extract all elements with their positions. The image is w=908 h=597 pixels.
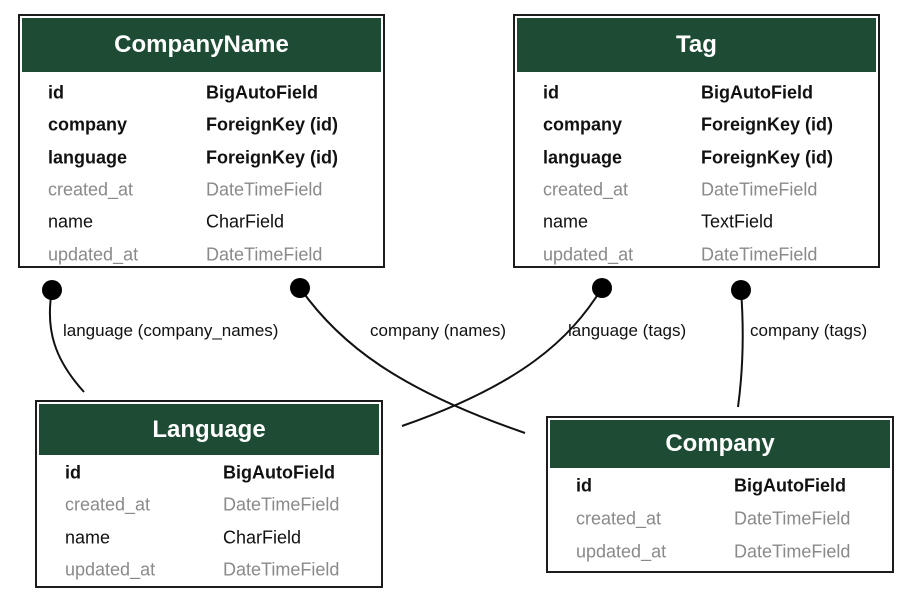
field-name: language: [48, 147, 128, 168]
edge-label-companyname-company: company (names): [370, 321, 507, 340]
field-type: CharField: [206, 211, 285, 232]
field-type: BigAutoField: [701, 82, 813, 103]
field-row: company ForeignKey (id): [515, 109, 878, 141]
edge-label-tag-language: language (tags): [568, 321, 687, 340]
model-title: CompanyName: [20, 16, 383, 74]
field-row: updated_at DateTimeField: [515, 238, 878, 270]
field-row: updated_at DateTimeField: [548, 535, 892, 568]
field-type: DateTimeField: [206, 244, 323, 265]
field-type: DateTimeField: [701, 179, 818, 200]
field-row: created_at DateTimeField: [20, 174, 383, 206]
field-row: name CharField: [37, 522, 381, 554]
edge-endpoint-dot: [731, 280, 751, 300]
edge-endpoint-dot: [290, 278, 310, 298]
field-name: id: [543, 82, 559, 103]
edge-tag-company: [737, 289, 744, 408]
edge-endpoint-dot: [42, 280, 62, 300]
field-type: DateTimeField: [206, 179, 323, 200]
field-name: created_at: [48, 179, 134, 200]
field-row: updated_at DateTimeField: [37, 554, 381, 586]
edge-companyname-language: [48, 289, 85, 393]
field-row: created_at DateTimeField: [548, 503, 892, 536]
edge-endpoint-dot: [592, 278, 612, 298]
field-type: DateTimeField: [223, 494, 340, 515]
field-type: ForeignKey (id): [206, 147, 339, 168]
edge-label-companyname-language: language (company_names): [63, 321, 279, 340]
field-row: company ForeignKey (id): [20, 109, 383, 141]
field-name: updated_at: [576, 541, 667, 562]
field-name: created_at: [65, 494, 151, 515]
field-row: updated_at DateTimeField: [20, 238, 383, 270]
field-name: name: [48, 211, 94, 232]
field-name: name: [65, 527, 111, 548]
field-name: name: [543, 211, 589, 232]
edge-companyname-company: [299, 287, 526, 434]
field-name: id: [65, 462, 81, 483]
field-type: ForeignKey (id): [701, 147, 834, 168]
field-type: DateTimeField: [734, 508, 851, 529]
field-row: name TextField: [515, 206, 878, 238]
model-title: Company: [548, 418, 892, 470]
field-type: ForeignKey (id): [701, 114, 834, 135]
field-row: id BigAutoField: [20, 77, 383, 109]
field-row: language ForeignKey (id): [20, 142, 383, 174]
field-name: company: [543, 114, 623, 135]
field-name: created_at: [576, 508, 662, 529]
field-row: created_at DateTimeField: [37, 489, 381, 521]
field-row: name CharField: [20, 206, 383, 238]
field-name: updated_at: [543, 244, 634, 265]
field-name: id: [48, 82, 64, 103]
field-name: created_at: [543, 179, 629, 200]
field-name: id: [576, 475, 592, 496]
field-row: id BigAutoField: [37, 457, 381, 489]
model-title: Tag: [515, 16, 878, 74]
field-type: ForeignKey (id): [206, 114, 339, 135]
field-row: created_at DateTimeField: [515, 174, 878, 206]
edge-label-tag-company: company (tags): [750, 321, 868, 340]
field-name: updated_at: [48, 244, 139, 265]
field-type: DateTimeField: [223, 559, 340, 580]
field-type: BigAutoField: [223, 462, 335, 483]
field-type: TextField: [701, 211, 774, 232]
field-type: CharField: [223, 527, 302, 548]
field-type: DateTimeField: [701, 244, 818, 265]
field-name: updated_at: [65, 559, 156, 580]
field-row: language ForeignKey (id): [515, 142, 878, 174]
field-type: BigAutoField: [734, 475, 846, 496]
field-row: id BigAutoField: [515, 77, 878, 109]
field-name: language: [543, 147, 623, 168]
field-row: id BigAutoField: [548, 470, 892, 503]
field-name: company: [48, 114, 128, 135]
field-type: DateTimeField: [734, 541, 851, 562]
field-type: BigAutoField: [206, 82, 318, 103]
model-title: Language: [37, 402, 381, 457]
edge-tag-language: [401, 287, 603, 427]
